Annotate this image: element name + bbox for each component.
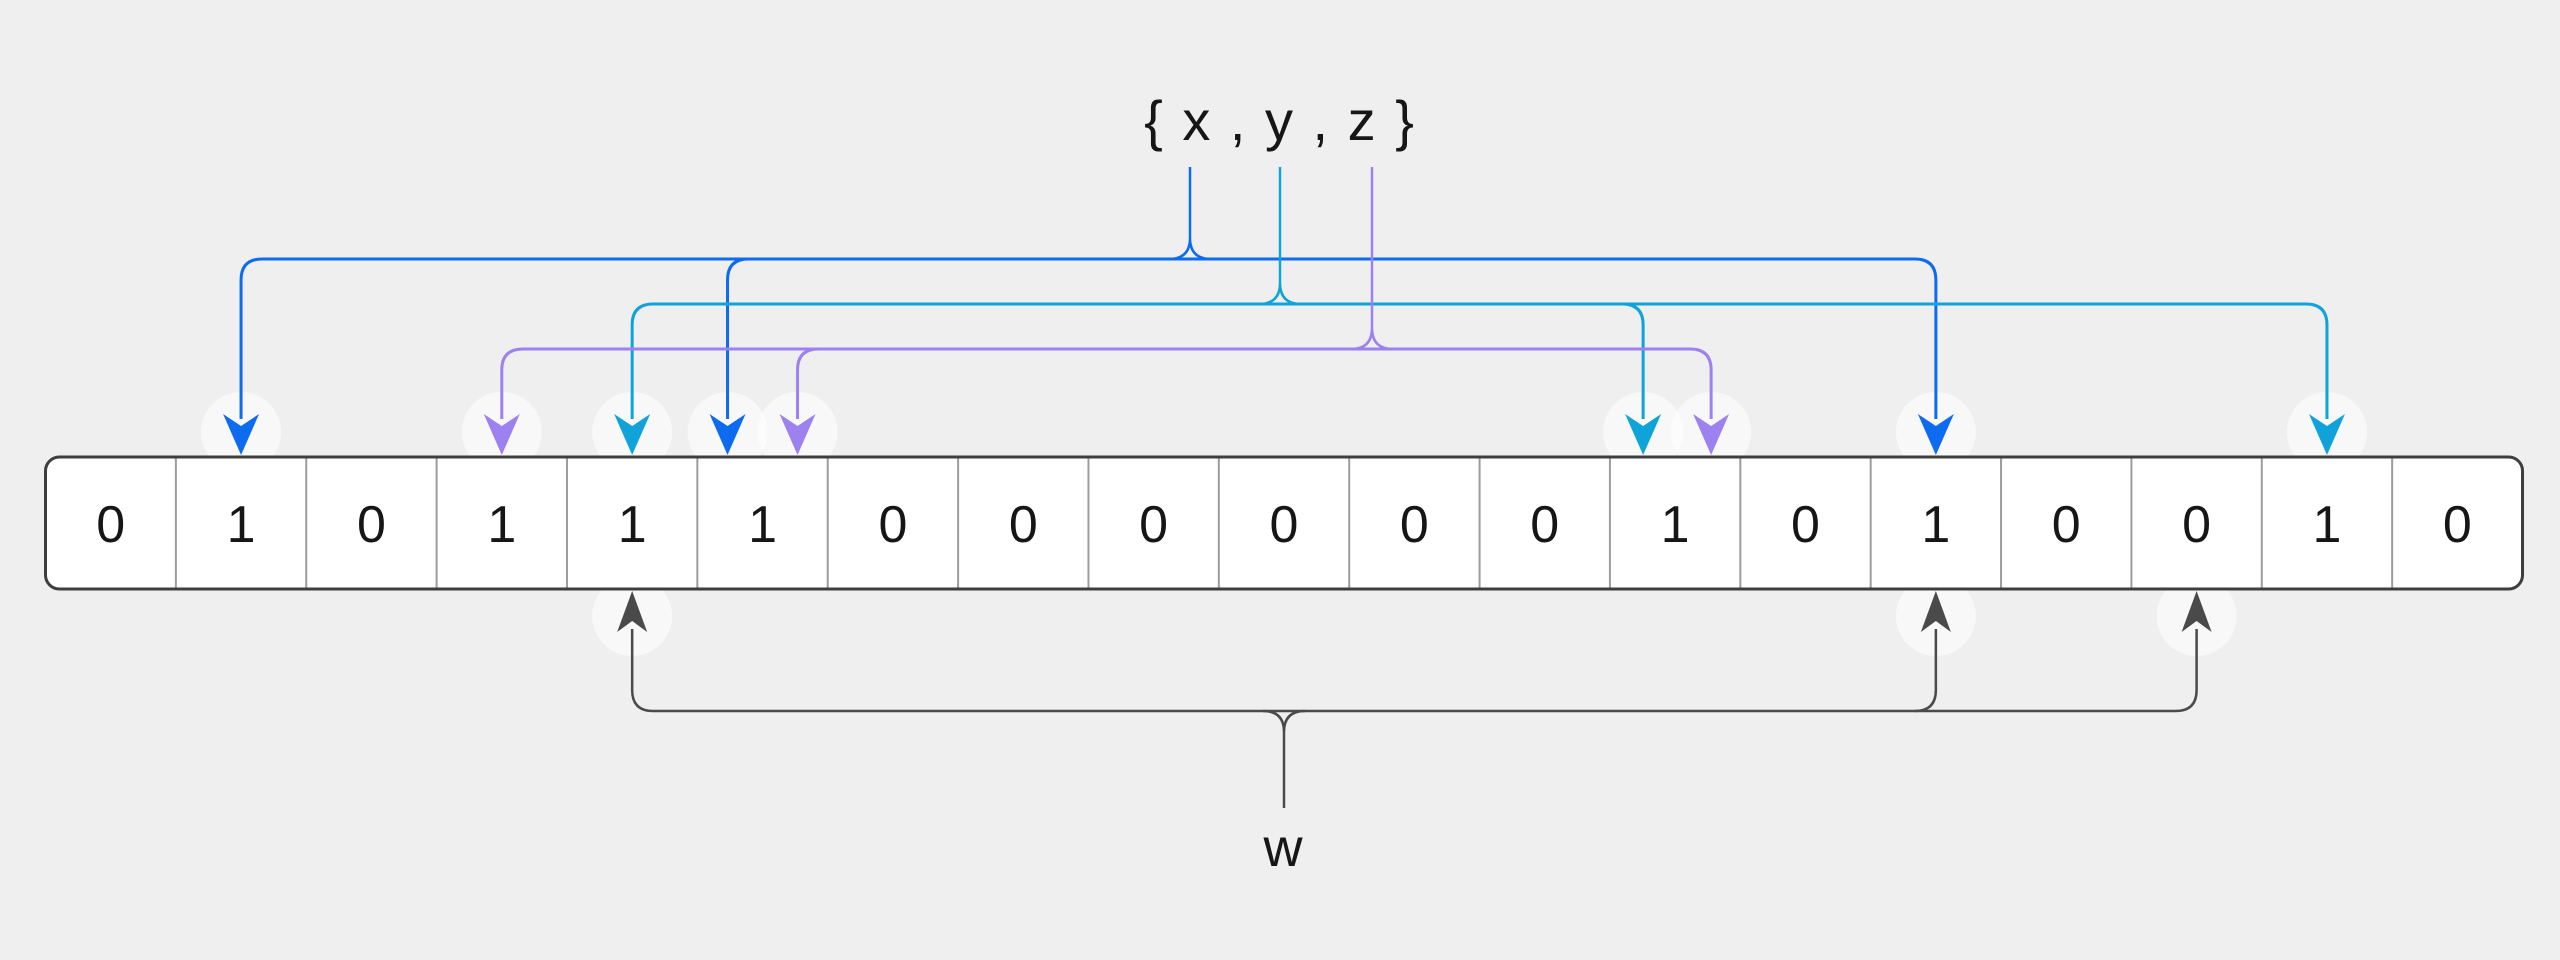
down-arrowhead [779,414,816,455]
query-label: w [1263,818,1305,878]
hash-stem-y [1258,167,1302,306]
bit-cell-6-value: 0 [878,496,907,554]
bit-cell-2-value: 0 [357,496,386,554]
hash-branch-z [796,347,819,419]
down-arrowhead [614,414,651,455]
up-arrowhead [617,591,648,632]
bit-cell-1-value: 1 [227,496,256,554]
bit-cell-10-value: 0 [1400,496,1429,554]
up-arrowhead [2181,591,2212,632]
down-arrowhead [483,414,520,455]
query-bus [630,629,2198,713]
bit-cell-0-value: 0 [96,496,125,554]
query-branch [1914,629,1938,713]
down-arrowhead [1625,414,1662,455]
hash-arrows-x [223,167,1954,455]
hash-stem-z [1350,167,1394,351]
bit-cell-16-value: 0 [2182,496,2211,554]
down-arrowhead [2308,414,2345,455]
down-arrowhead [709,414,746,455]
hash-stem-x [1168,167,1212,261]
bit-cell-18-value: 0 [2443,496,2472,554]
bit-cell-17-value: 1 [2313,496,2342,554]
set-label: { x , y , z } [1144,89,1416,152]
bit-cell-8-value: 0 [1139,496,1168,554]
down-arrowhead [1917,414,1954,455]
hash-bus-z [500,347,1713,419]
bit-cell-14-value: 1 [1921,496,1950,554]
hash-branch-x [726,257,749,419]
bit-cell-5-value: 1 [748,496,777,554]
hash-bus-y [630,302,2329,419]
bit-cell-11-value: 0 [1530,496,1559,554]
up-arrowhead [1920,591,1951,632]
bit-array: 0 1 0 1 1 1 0 0 0 0 0 0 1 0 1 0 0 1 0 [44,455,2525,591]
hash-bus-x [239,257,1938,419]
bit-array-outline [44,455,2525,591]
bit-cell-3-value: 1 [487,496,516,554]
down-arrowhead [223,414,260,455]
bit-cell-9-value: 0 [1270,496,1299,554]
query-fork-tail [1262,709,1306,808]
query-arrow-group [617,591,2212,808]
bit-cell-12-value: 1 [1661,496,1690,554]
hash-arrows-z [483,167,1730,455]
bit-cell-13-value: 0 [1791,496,1820,554]
bit-cell-4-value: 1 [618,496,647,554]
bit-cell-15-value: 0 [2052,496,2081,554]
hash-arrow-groups [223,167,2345,455]
hash-arrows-y [614,167,2345,455]
hash-branch-y [1622,302,1645,419]
down-arrowhead [1693,414,1730,455]
bit-cell-7-value: 0 [1009,496,1038,554]
